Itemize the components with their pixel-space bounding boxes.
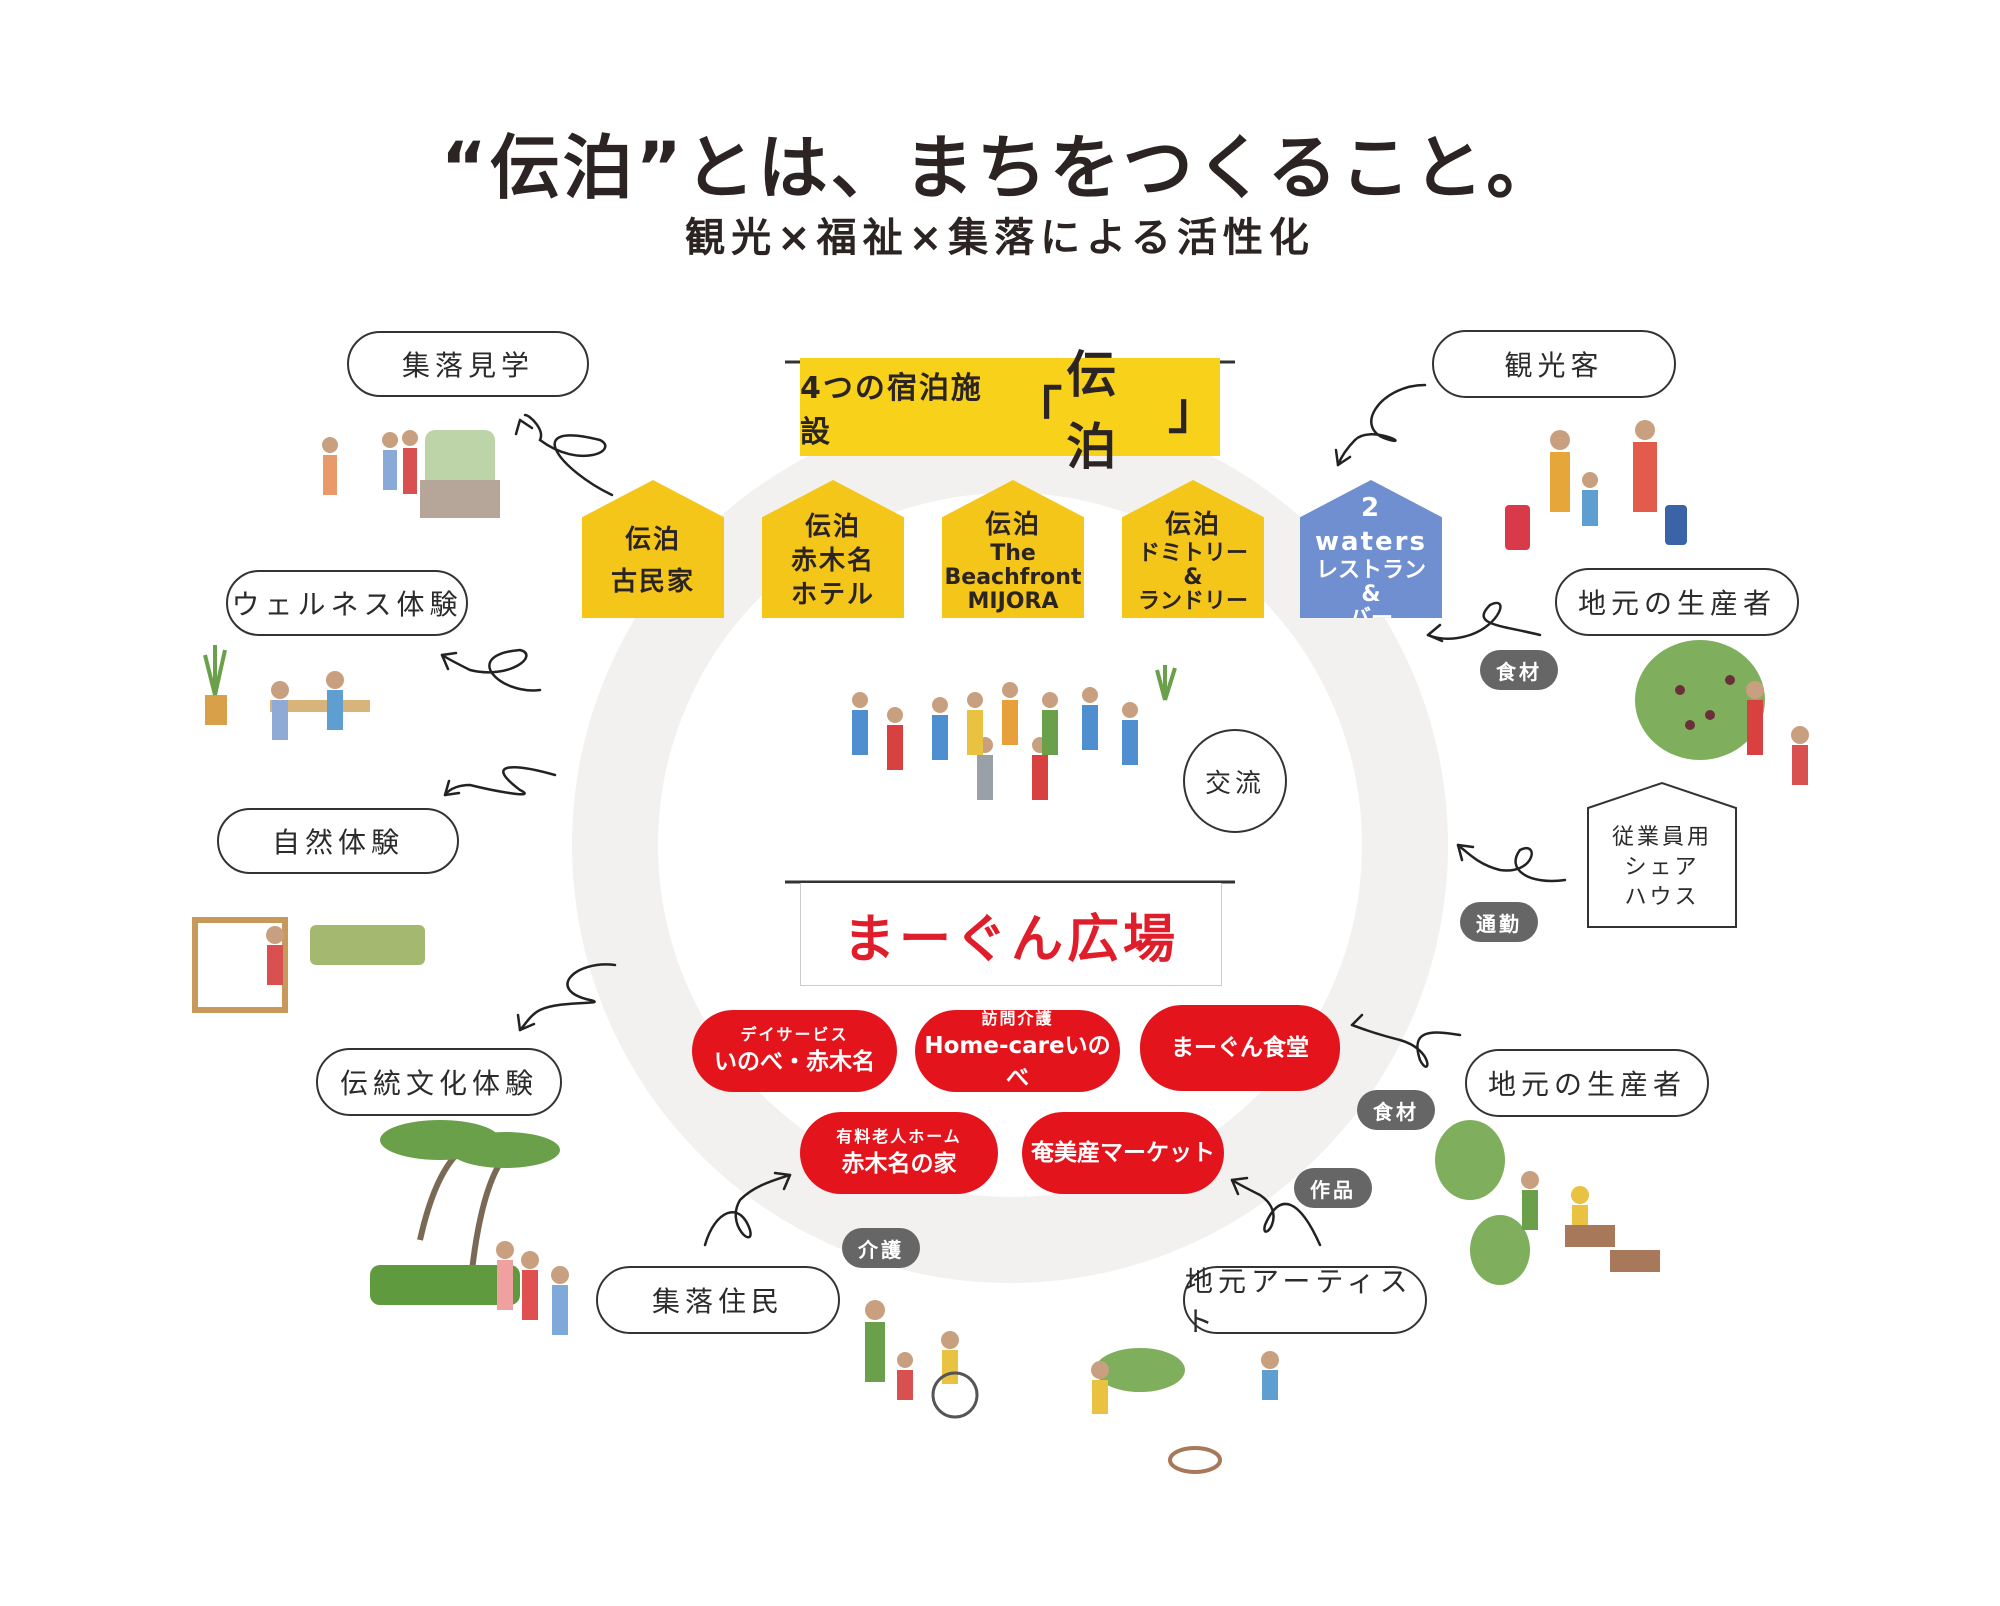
house-label: 伝泊 [1164, 510, 1221, 540]
label-wellness: ウェルネス体験 [226, 570, 468, 636]
house-label: The [990, 541, 1036, 566]
illustration-artists [1091, 1348, 1279, 1474]
house-label: 赤木名 [790, 546, 875, 576]
service-name: 奄美産マーケット [1031, 1140, 1215, 1166]
illustration-nature [192, 917, 425, 1013]
label-producers-top: 地元の生産者 [1555, 568, 1799, 636]
house-label: 伝泊 [624, 525, 681, 555]
tag-ingredients-top: 食材 [1480, 650, 1558, 690]
house-label: & [1183, 565, 1203, 590]
house-label: MIJORA [967, 589, 1059, 614]
banner-bracket-open: 「 [1012, 382, 1063, 440]
arrow-from-tourists [1336, 383, 1427, 467]
arrow-from-residents [703, 1173, 792, 1247]
house-label: バー [1348, 606, 1393, 631]
tag-care: 介護 [842, 1228, 920, 1268]
label-artists: 地元アーティスト [1183, 1265, 1427, 1338]
share-house-line: 従業員用 [1611, 825, 1712, 850]
exchange-badge: 交流 [1183, 729, 1287, 833]
arrow-to-village-tour [523, 413, 614, 497]
tag-artwork: 作品 [1294, 1168, 1372, 1208]
service-name: Home-careいのべ [924, 1033, 1111, 1091]
house-label: Beachfront [944, 565, 1082, 590]
banner-bracket-close: 」 [1168, 382, 1218, 440]
illustration-residents [865, 1300, 979, 1419]
service-name: まーぐん食堂 [1171, 1035, 1309, 1061]
house-label: 2 waters [1315, 493, 1427, 557]
illustration-culture [370, 1120, 569, 1335]
house-label: 伝泊 [984, 510, 1041, 540]
house-label: ランドリー [1137, 589, 1248, 614]
house-label: レストラン [1315, 558, 1426, 583]
label-producers-bottom: 地元の生産者 [1465, 1049, 1709, 1117]
arrow-to-wellness [440, 648, 542, 692]
service-home-care: 訪問介護 Home-careいのべ [915, 1009, 1120, 1092]
label-culture: 伝統文化体験 [316, 1048, 562, 1116]
label-residents: 集落住民 [596, 1266, 840, 1334]
service-sub: 有料老人ホーム [836, 1127, 962, 1146]
service-name: 赤木名の家 [841, 1151, 957, 1177]
share-house-line: ハウス [1624, 885, 1700, 910]
illustration-producers-top [1635, 640, 1809, 785]
banner-name: 伝泊 [1066, 346, 1117, 476]
illustration-crowd [852, 665, 1177, 800]
page-title: “伝泊”とは、まちをつくること。 [440, 127, 1560, 209]
illustration-wellness [203, 645, 370, 740]
page-subtitle: 観光×福祉×集落による活性化 [685, 215, 1315, 261]
house-label: 古民家 [610, 567, 695, 597]
arrow-from-share-house [1456, 843, 1567, 883]
service-cafeteria: まーぐん食堂 [1140, 1005, 1340, 1091]
share-house: 従業員用 シェア ハウス [1588, 783, 1736, 927]
share-house-outline [1587, 781, 1737, 928]
service-name: いのべ・赤木名 [714, 1049, 875, 1075]
arrow-to-culture [518, 963, 617, 1032]
service-nursing-home: 有料老人ホーム 赤木名の家 [800, 1112, 998, 1194]
illustration-producers-bottom [1435, 1120, 1660, 1285]
label-tourists: 観光客 [1432, 330, 1676, 398]
lodging-banner: 4つの宿泊施設 「 伝泊 」 [800, 346, 1220, 476]
arrow-from-producers-bottom [1350, 1023, 1462, 1068]
house-label: 伝泊 [804, 512, 861, 542]
house-label: & [1361, 582, 1381, 607]
label-nature: 自然体験 [217, 808, 459, 874]
illustration-village-tour [322, 430, 500, 518]
service-day-service: デイサービス いのべ・赤木名 [692, 1010, 897, 1092]
banner-prefix: 4つの宿泊施設 [800, 371, 983, 450]
flow-arrows [440, 383, 1567, 1247]
house-label: ホテル [790, 580, 875, 610]
tag-ingredients-bottom: 食材 [1357, 1090, 1435, 1130]
tag-commute: 通勤 [1460, 902, 1538, 942]
label-village-tour: 集落見学 [347, 331, 589, 397]
illustration-tourists [1505, 420, 1687, 550]
service-market: 奄美産マーケット [1022, 1112, 1224, 1194]
arrow-from-producers-top [1426, 601, 1542, 640]
share-house-line: シェア [1624, 855, 1700, 880]
service-sub: 訪問介護 [981, 1009, 1054, 1028]
service-sub: デイサービス [740, 1025, 849, 1044]
plaza-banner: まーぐん広場 [800, 883, 1222, 986]
house-label: ドミトリー [1137, 541, 1248, 566]
arrow-to-nature [443, 766, 557, 797]
arrow-from-artists [1230, 1178, 1322, 1247]
